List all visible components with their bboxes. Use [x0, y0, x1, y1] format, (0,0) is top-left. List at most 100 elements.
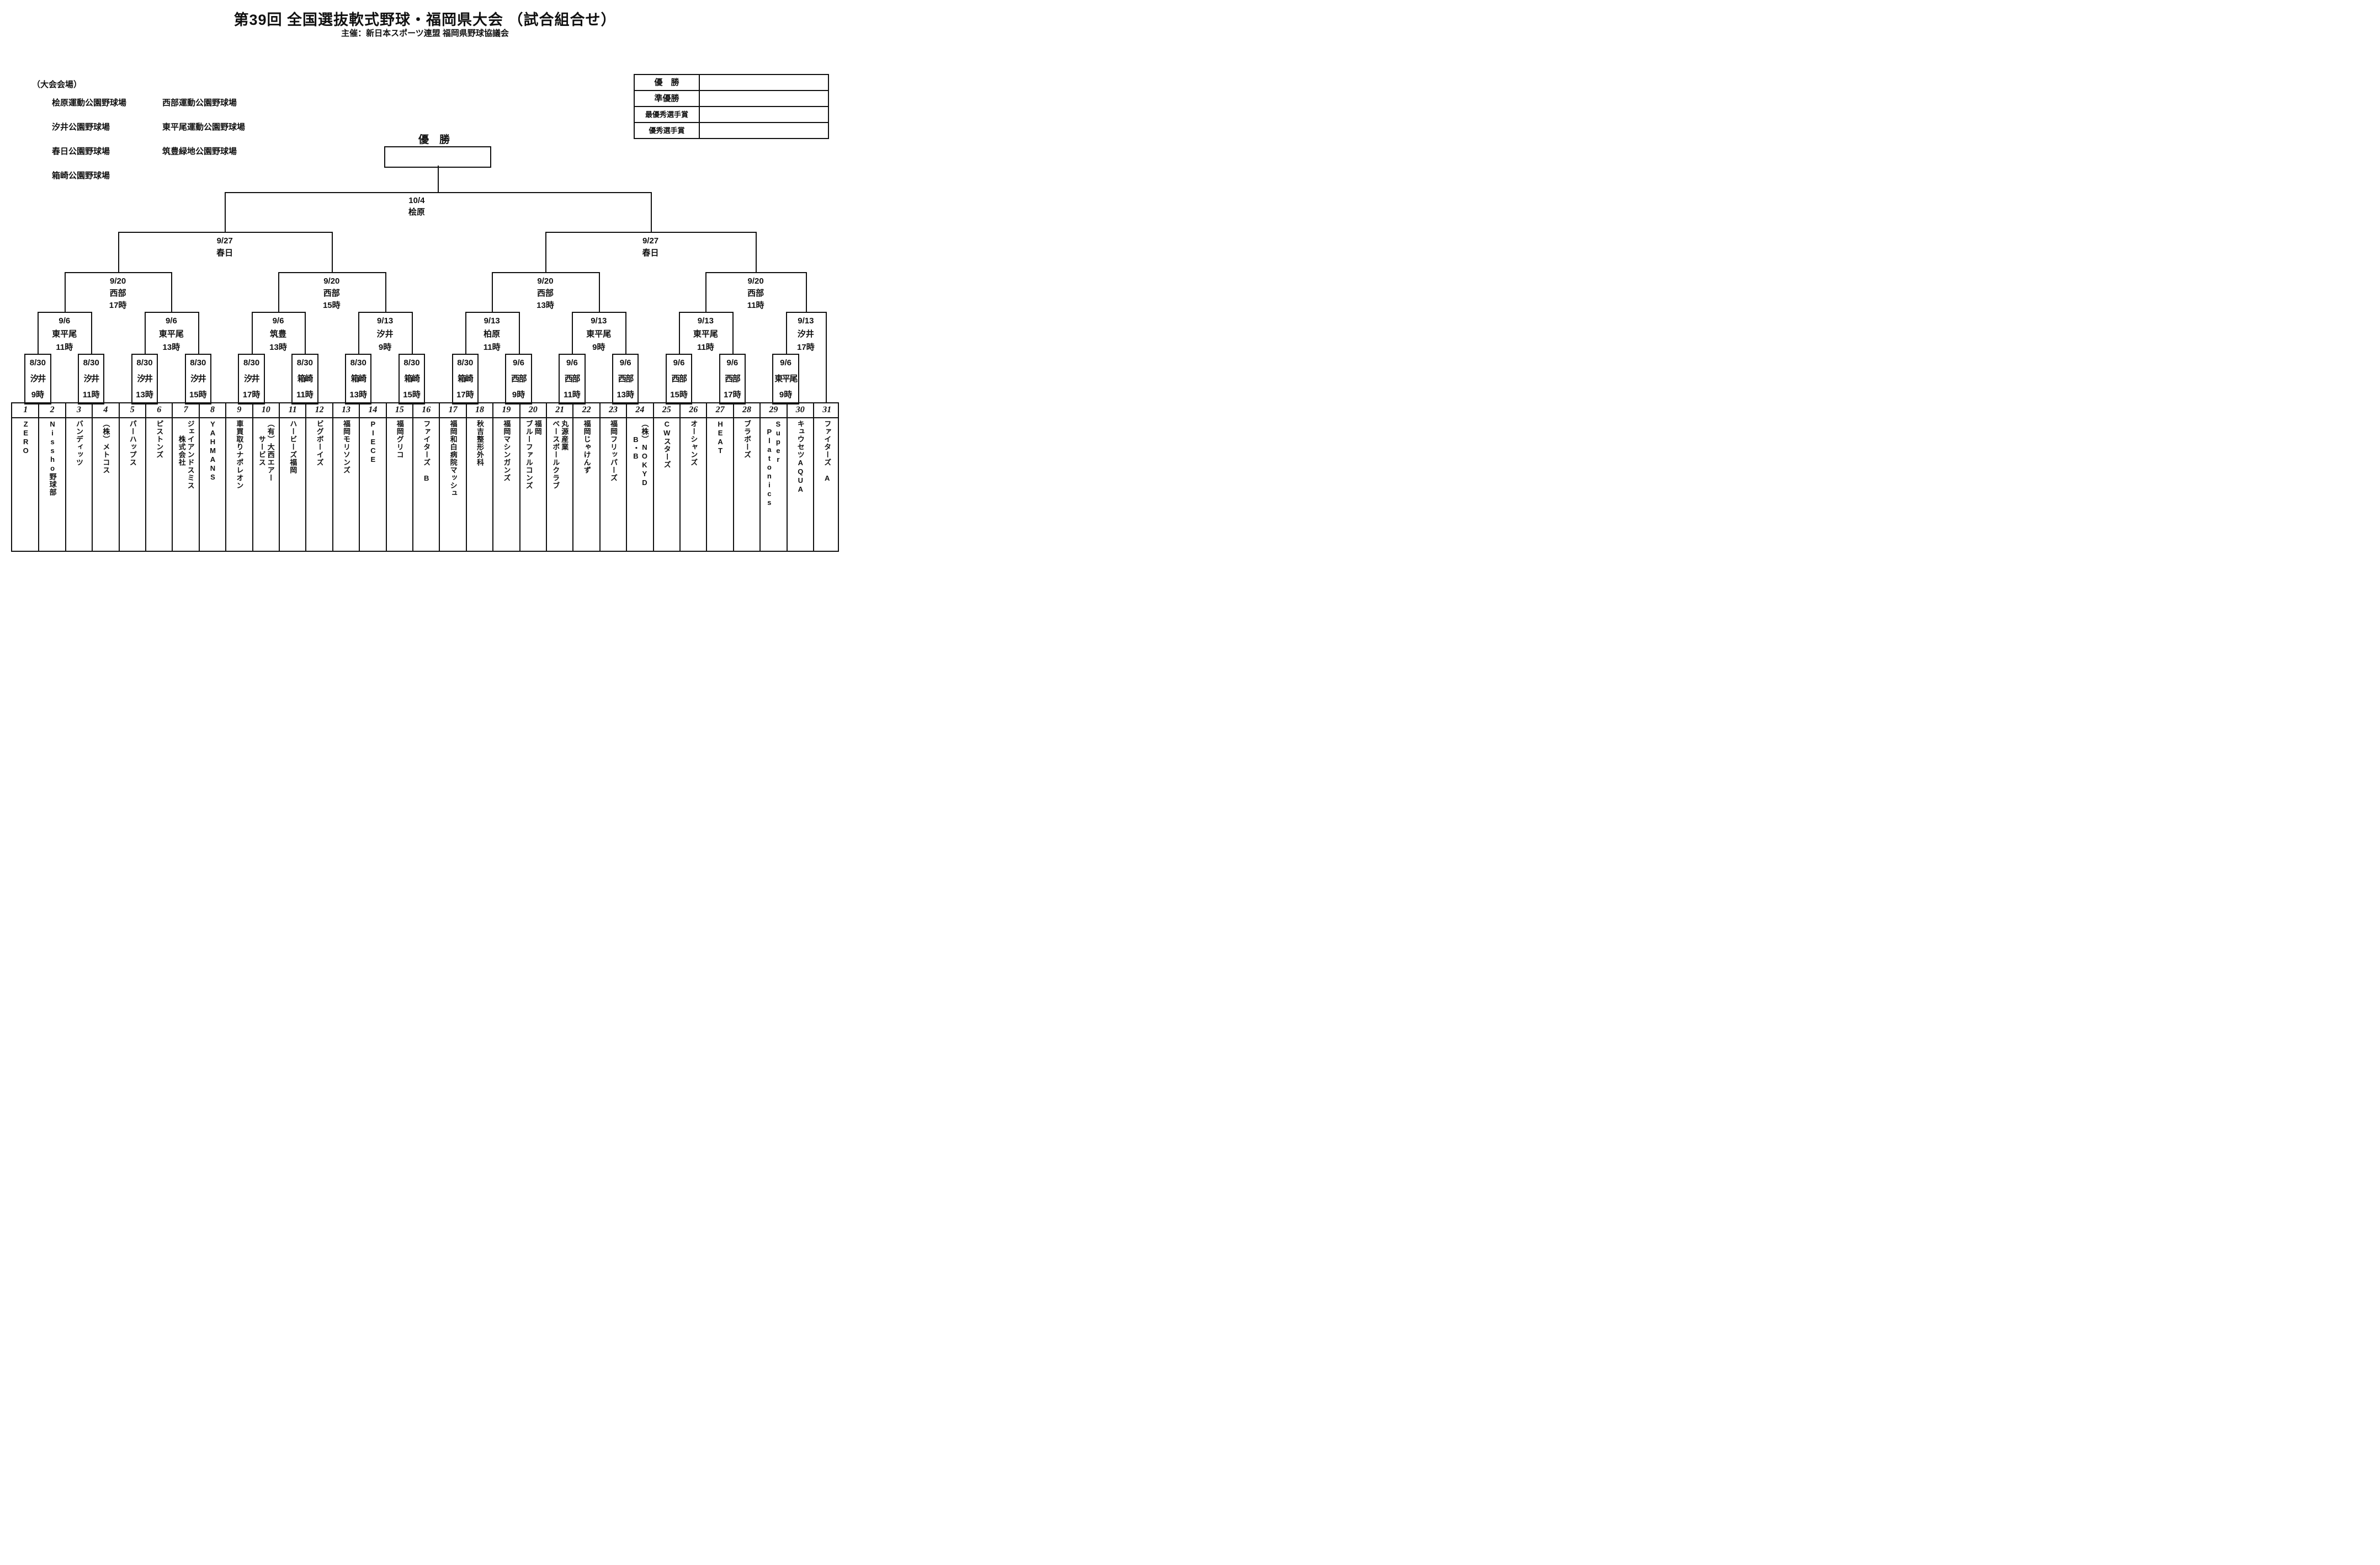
award-label: 優秀選手賞: [635, 123, 700, 138]
team-name: ハービーズ福岡: [289, 420, 298, 474]
bracket-line: [278, 272, 386, 273]
bracket-line: [305, 312, 306, 354]
table-line: [599, 403, 601, 551]
match-label-quarterfinal: 9/20 西部 17時: [109, 276, 127, 310]
bracket-line: [278, 272, 279, 312]
team-number: 4: [103, 405, 108, 414]
bracket-line: [785, 312, 827, 313]
bracket-line: [705, 272, 807, 273]
match-venue: 西部: [725, 374, 741, 384]
team-name: 福岡グリコ: [395, 420, 404, 459]
match-venue: 西部: [564, 374, 581, 384]
match-venue: 箱崎: [404, 374, 420, 384]
team-name: 福岡モリソンズ: [342, 420, 350, 474]
match-time: 15時: [403, 390, 421, 400]
team-name: 福岡 ブルーファルコンズ: [524, 420, 542, 489]
bracket-line: [705, 272, 707, 312]
match-venue: 汐井: [190, 374, 206, 384]
team-name: CWスターズ: [662, 420, 671, 469]
match-date: 8/30: [350, 358, 366, 368]
match-date: 9/6: [780, 358, 792, 368]
awards-table: 優 勝準優勝最優秀選手賞優秀選手賞: [634, 74, 829, 139]
team-name: 秋吉整形外科: [476, 420, 484, 466]
match-date: 8/30: [136, 358, 153, 368]
champion-label: 優 勝: [418, 134, 450, 146]
team-name: （株）メトコス: [102, 420, 110, 474]
match-venue: 西部: [618, 374, 634, 384]
award-row: 準優勝: [635, 90, 828, 106]
team-number: 1: [23, 405, 28, 414]
match-label-round2: 9/13 汐井 9時: [376, 316, 394, 352]
team-number: 17: [448, 405, 458, 414]
match-time: 17時: [723, 390, 741, 400]
team-number: 5: [130, 405, 135, 414]
match-date: 9/6: [673, 358, 685, 368]
match-label-quarterfinal: 9/20 西部 15時: [322, 276, 341, 310]
bracket-line: [650, 192, 652, 232]
team-name: ファイターズ A: [823, 420, 832, 483]
award-value: [700, 91, 828, 106]
team-number: 16: [422, 405, 431, 414]
table-line: [12, 417, 838, 418]
bracket-line: [545, 232, 757, 233]
bracket-line: [412, 312, 413, 354]
bracket-line: [805, 272, 807, 312]
bracket-line: [251, 312, 306, 313]
team-number: 6: [157, 405, 162, 414]
bracket-line: [171, 272, 173, 312]
match-label-semifinal: 9/27 春日: [642, 236, 659, 258]
table-line: [359, 403, 360, 551]
venue-name: 箱崎公園野球場: [52, 171, 110, 180]
bracket-line: [625, 312, 627, 354]
match-venue: 汐井: [137, 374, 153, 384]
team-number: 22: [582, 405, 591, 414]
award-row: 優 勝: [635, 75, 828, 90]
bracket-line: [118, 232, 119, 272]
match-date: 9/6: [619, 358, 631, 368]
bracket-line: [91, 312, 93, 354]
match-label-round2: 9/13 東平尾 9時: [586, 316, 612, 352]
team-name: HEAT: [716, 420, 725, 455]
match-label-round2: 9/6 東平尾 11時: [52, 316, 77, 352]
team-name: ジェイアンドスミス 株式会社: [177, 420, 195, 489]
bracket-line: [198, 312, 199, 354]
match-venue: 箱崎: [458, 374, 474, 384]
bracket-line: [437, 166, 439, 192]
team-name: Nissho野球部: [48, 420, 57, 496]
table-line: [813, 403, 814, 551]
champion-box: [384, 146, 491, 168]
table-line: [118, 403, 120, 551]
match-label-final: 10/4 桧原: [408, 196, 425, 217]
team-number: 3: [76, 405, 81, 414]
team-number: 12: [315, 405, 324, 414]
match-time: 15時: [670, 390, 688, 400]
team-name: 福岡じゃけんず: [582, 420, 591, 474]
team-name: 福岡フリッパーズ: [609, 420, 618, 482]
table-line: [759, 403, 761, 551]
match-venue: 西部: [511, 374, 527, 384]
venue-name: 春日公園野球場: [52, 147, 110, 156]
award-label: 優 勝: [635, 75, 700, 90]
match-label-quarterfinal: 9/20 西部 11時: [747, 276, 764, 310]
bracket-line: [598, 272, 600, 312]
bracket-line: [251, 312, 253, 354]
team-number: 23: [608, 405, 618, 414]
team-name: オーシャンズ: [689, 420, 698, 466]
team-number: 30: [795, 405, 805, 414]
bracket-line: [385, 272, 386, 312]
venue-row: 汐井公園野球場東平尾運動公園野球場: [52, 121, 273, 132]
team-number: 21: [555, 405, 565, 414]
match-time: 9時: [779, 390, 793, 400]
award-value: [700, 123, 828, 138]
bracket-line: [64, 272, 66, 312]
team-name: ブラボーズ: [743, 420, 751, 459]
team-number: 11: [288, 405, 297, 414]
match-date: 8/30: [457, 358, 474, 368]
team-name: Super Platonics: [765, 420, 783, 507]
match-label-round2: 9/13 東平尾 11時: [693, 316, 718, 352]
table-line: [732, 403, 734, 551]
match-date: 9/6: [726, 358, 739, 368]
